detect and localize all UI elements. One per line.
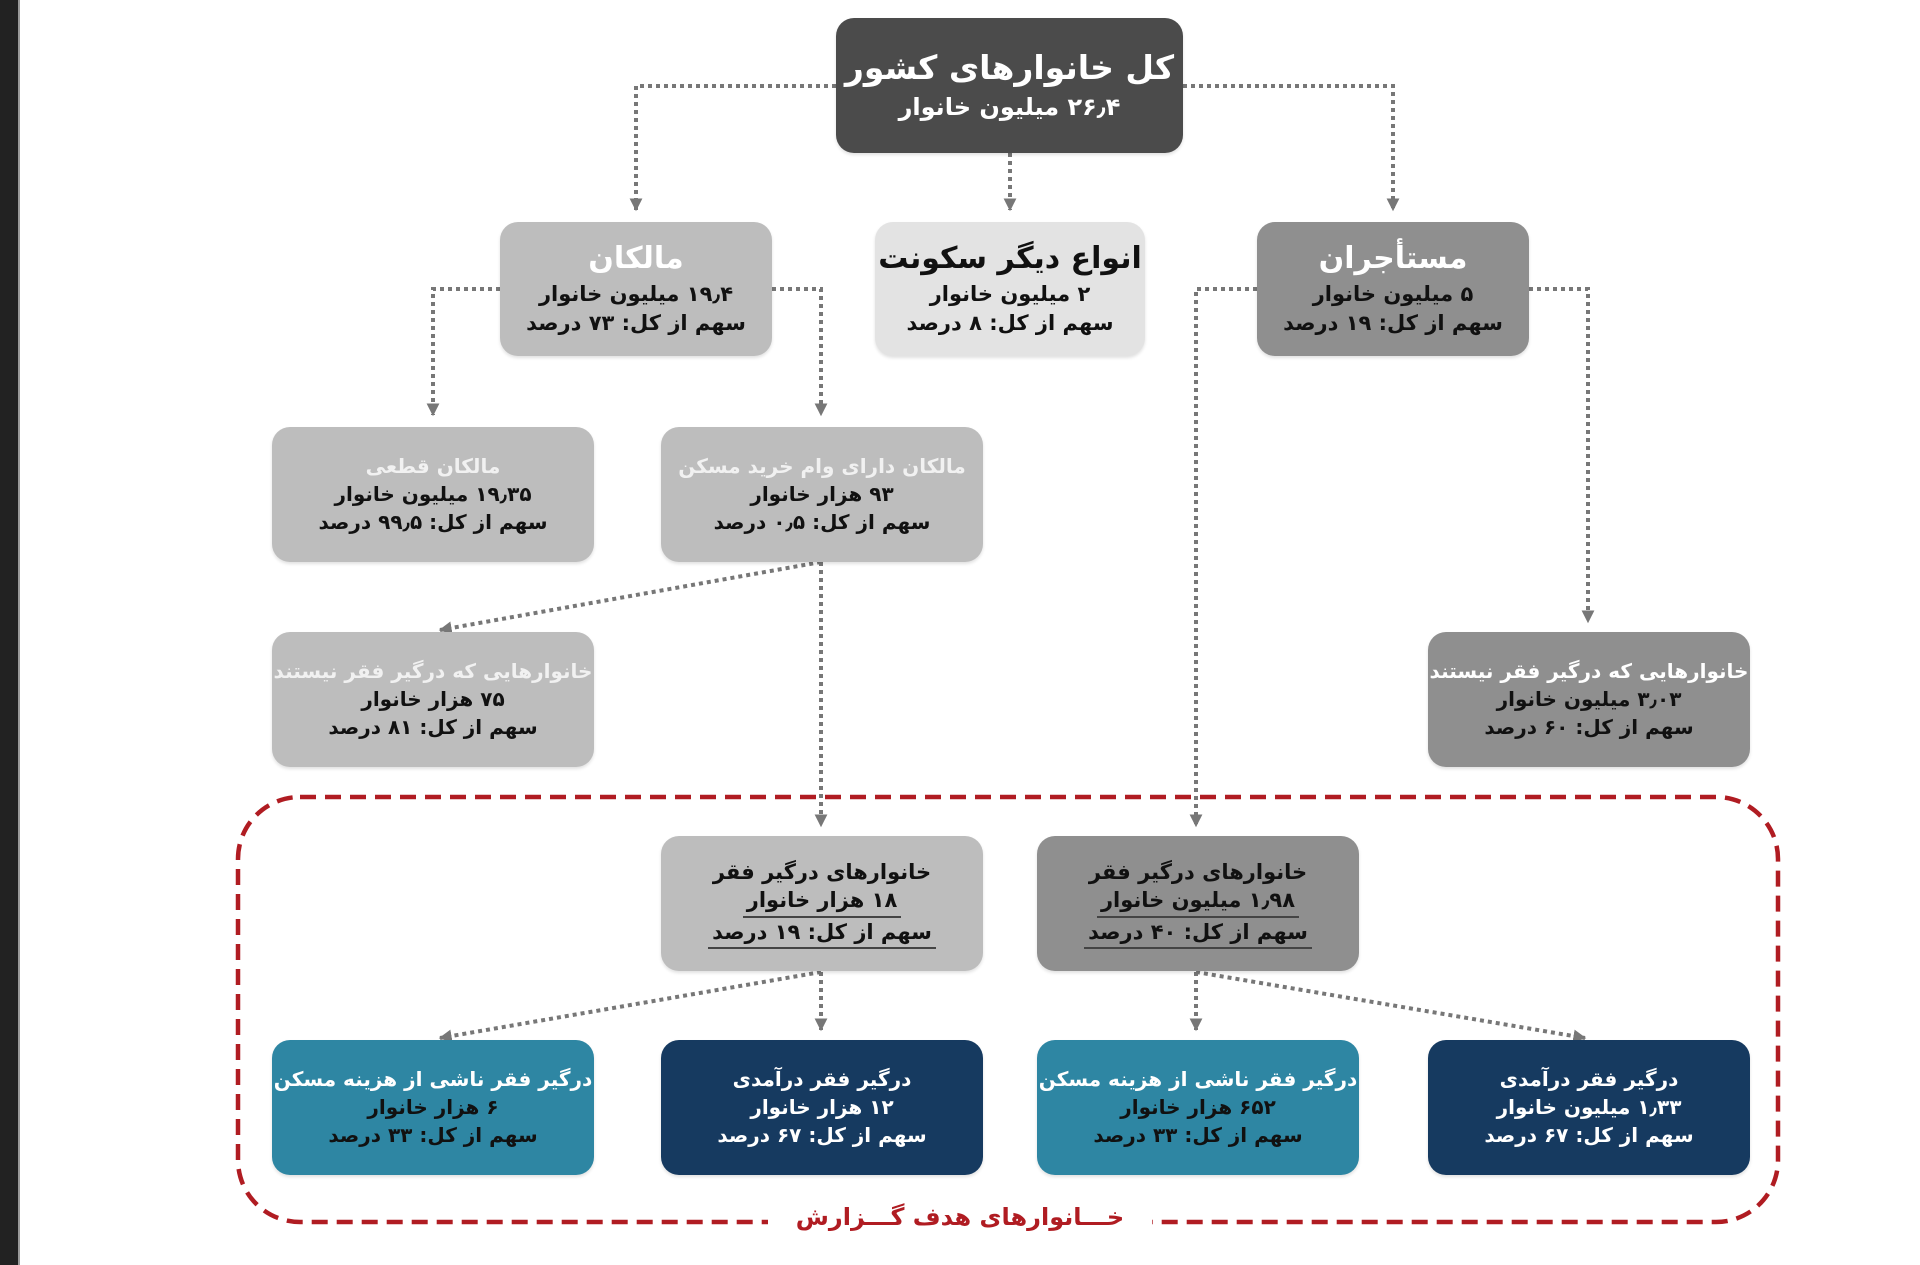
node-mortgage-owners: مالکان دارای وام خرید مسکن ۹۳ هزار خانوا… bbox=[661, 427, 983, 562]
node-title: خانوارهایی که درگیر فقر نیستند bbox=[273, 659, 593, 683]
target-group-label: خـــانوارهای هدف گـــزارش bbox=[767, 1203, 1153, 1231]
node-share: سهم از کل: ۹۹٫۵ درصد bbox=[318, 510, 548, 534]
node-title: درگیر فقر ناشی از هزینه مسکن bbox=[273, 1067, 593, 1091]
node-share: سهم از کل: ۰٫۵ درصد bbox=[713, 510, 931, 534]
node-count: ۳٫۰۳ میلیون خانوار bbox=[1496, 687, 1682, 711]
connector-renters-poor bbox=[1189, 287, 1257, 828]
node-count: ۲۶٫۴ میلیون خانوار bbox=[898, 92, 1121, 121]
node-title: خانوارهای درگیر فقر bbox=[1088, 859, 1308, 884]
node-count: ۹۳ هزار خانوار bbox=[750, 482, 894, 506]
node-title: مالکان bbox=[588, 241, 684, 277]
node-share: سهم از کل: ۶۷ درصد bbox=[1484, 1123, 1694, 1147]
node-share: سهم از کل: ۱۹ درصد bbox=[708, 918, 936, 950]
node-count: ۱٫۳۳ میلیون خانوار bbox=[1496, 1095, 1682, 1119]
node-count: ۱٫۹۸ میلیون خانوار bbox=[1096, 886, 1300, 918]
node-count: ۱۸ هزار خانوار bbox=[742, 886, 902, 918]
node-renters-poor: خانوارهای درگیر فقر ۱٫۹۸ میلیون خانوار س… bbox=[1037, 836, 1359, 971]
connector-root-owners bbox=[629, 84, 836, 212]
node-count: ۱۹٫۴ میلیون خانوار bbox=[538, 281, 734, 306]
node-all-households: کل خانوارهای کشور ۲۶٫۴ میلیون خانوار bbox=[836, 18, 1183, 153]
node-title: خانوارهایی که درگیر فقر نیستند bbox=[1429, 659, 1749, 683]
node-share: سهم از کل: ۴۰ درصد bbox=[1084, 918, 1312, 950]
node-title: درگیر فقر درآمدی bbox=[1499, 1067, 1679, 1091]
node-share: سهم از کل: ۸۱ درصد bbox=[328, 715, 538, 739]
node-share: سهم از کل: ۱۹ درصد bbox=[1283, 311, 1503, 336]
node-title: کل خانوارهای کشور bbox=[844, 48, 1175, 88]
node-count: ۱۹٫۳۵ میلیون خانوار bbox=[334, 482, 532, 506]
node-owners-housing-cost-poverty: درگیر فقر ناشی از هزینه مسکن ۶ هزار خانو… bbox=[272, 1040, 594, 1175]
node-title: مالکان دارای وام خرید مسکن bbox=[678, 454, 966, 478]
node-renters: مستأجران ۵ میلیون خانوار سهم از کل: ۱۹ د… bbox=[1257, 222, 1529, 356]
node-title: درگیر فقر درآمدی bbox=[732, 1067, 912, 1091]
node-outright-owners: مالکان قطعی ۱۹٫۳۵ میلیون خانوار سهم از ک… bbox=[272, 427, 594, 562]
node-owners-not-poor: خانوارهایی که درگیر فقر نیستند ۷۵ هزار خ… bbox=[272, 632, 594, 767]
node-owners-income-poverty: درگیر فقر درآمدی ۱۲ هزار خانوار سهم از ک… bbox=[661, 1040, 983, 1175]
target-group-border bbox=[235, 794, 1781, 1225]
node-title: خانوارهای درگیر فقر bbox=[712, 859, 932, 884]
connector-mortgage-notpoor bbox=[438, 560, 822, 635]
node-share: سهم از کل: ۳۳ درصد bbox=[1093, 1123, 1303, 1147]
node-other-tenure: انواع دیگر سکونت ۲ میلیون خانوار سهم از … bbox=[875, 222, 1145, 356]
node-share: سهم از کل: ۸ درصد bbox=[906, 311, 1114, 336]
target-group-label-wrap: خـــانوارهای هدف گـــزارش bbox=[0, 1203, 1920, 1231]
connector-root-renters bbox=[1183, 84, 1400, 212]
connector-owners-mortgage bbox=[772, 287, 828, 417]
node-share: سهم از کل: ۷۳ درصد bbox=[526, 311, 746, 336]
node-share: سهم از کل: ۳۳ درصد bbox=[328, 1123, 538, 1147]
node-share: سهم از کل: ۶۷ درصد bbox=[717, 1123, 927, 1147]
node-title: مستأجران bbox=[1318, 241, 1468, 277]
node-owners: مالکان ۱۹٫۴ میلیون خانوار سهم از کل: ۷۳ … bbox=[500, 222, 772, 356]
node-count: ۶۵۲ هزار خانوار bbox=[1120, 1095, 1276, 1119]
node-title: درگیر فقر ناشی از هزینه مسکن bbox=[1038, 1067, 1358, 1091]
node-renters-housing-cost-poverty: درگیر فقر ناشی از هزینه مسکن ۶۵۲ هزار خا… bbox=[1037, 1040, 1359, 1175]
node-title: انواع دیگر سکونت bbox=[878, 241, 1142, 277]
node-count: ۶ هزار خانوار bbox=[367, 1095, 499, 1119]
node-count: ۷۵ هزار خانوار bbox=[361, 687, 505, 711]
connector-renters-notpoor bbox=[1529, 287, 1595, 624]
node-count: ۱۲ هزار خانوار bbox=[750, 1095, 894, 1119]
node-renters-not-poor: خانوارهایی که درگیر فقر نیستند ۳٫۰۳ میلی… bbox=[1428, 632, 1750, 767]
connector-renterspoor-income bbox=[1195, 970, 1587, 1043]
node-share: سهم از کل: ۶۰ درصد bbox=[1484, 715, 1694, 739]
node-count: ۵ میلیون خانوار bbox=[1312, 281, 1474, 306]
connector-owners-outright bbox=[426, 287, 500, 417]
node-owners-poor: خانوارهای درگیر فقر ۱۸ هزار خانوار سهم ا… bbox=[661, 836, 983, 971]
window-edge-strip bbox=[0, 0, 20, 1265]
node-renters-income-poverty: درگیر فقر درآمدی ۱٫۳۳ میلیون خانوار سهم … bbox=[1428, 1040, 1750, 1175]
node-count: ۲ میلیون خانوار bbox=[929, 281, 1091, 306]
node-title: مالکان قطعی bbox=[365, 454, 501, 478]
connector-ownerspoor-housing bbox=[438, 970, 822, 1043]
